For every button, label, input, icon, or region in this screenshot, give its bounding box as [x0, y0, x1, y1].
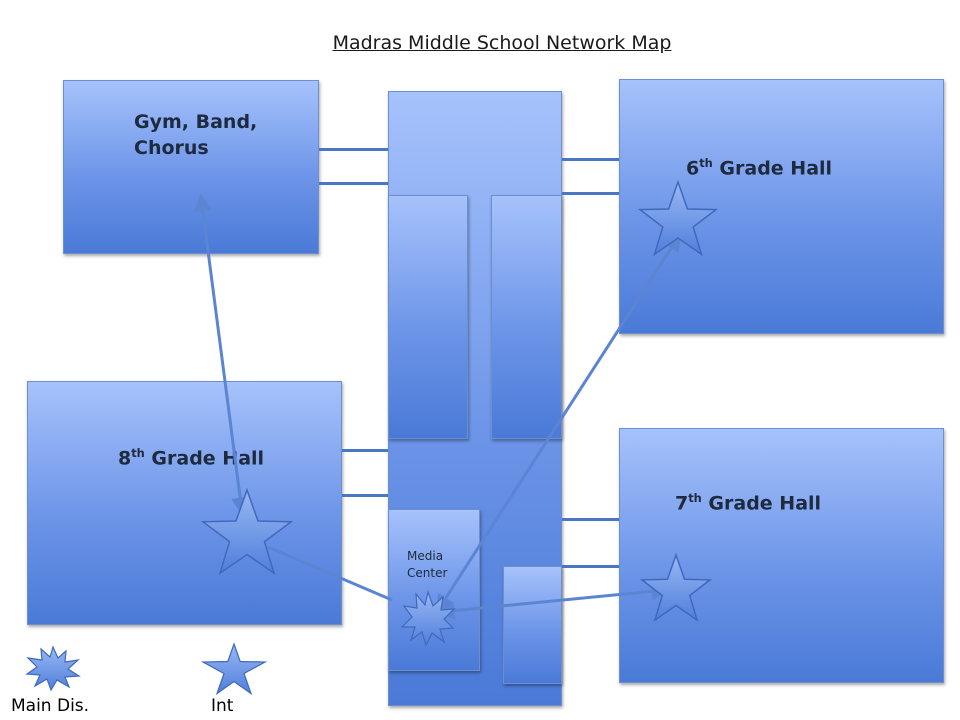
room-7th-label: 7th Grade Hall [675, 491, 822, 515]
link-8th-to-media [267, 545, 393, 602]
room-gym-label: Gym, Band, Chorus [134, 111, 258, 159]
link-media-to-7th [436, 582, 670, 620]
connector-gym-1 [319, 148, 388, 151]
link-arrows [193, 193, 681, 620]
main-dist-burst-media [400, 589, 456, 647]
connector-gym-2 [319, 182, 388, 185]
connector-8th-2 [342, 494, 388, 497]
room-6th-label: 6th Grade Hall [686, 156, 833, 180]
int-star-8th [200, 487, 294, 576]
legend-int-icon [200, 642, 268, 696]
connector-6th-2 [562, 192, 619, 195]
link-media-to-6th [436, 232, 681, 614]
main-dist-icon [400, 589, 456, 647]
int-star-7th [639, 552, 713, 622]
int-star-6th [637, 179, 719, 257]
link-8th-to-gym [193, 193, 250, 516]
connector-6th-1 [562, 158, 619, 161]
map-title: Madras Middle School Network Map [332, 32, 672, 54]
legend-int-label: Int [211, 696, 234, 716]
room-gym: Gym, Band, Chorus [63, 80, 319, 254]
int-star-icon [200, 487, 294, 576]
connector-8th-1 [342, 449, 388, 452]
room-8th-grade: 8th Grade Hall [27, 381, 342, 625]
legend-main-dist-icon [25, 645, 81, 692]
legend-main-dist-label: Main Dis. [11, 696, 90, 716]
int-star-icon [639, 552, 713, 622]
int-star-icon [637, 179, 719, 257]
